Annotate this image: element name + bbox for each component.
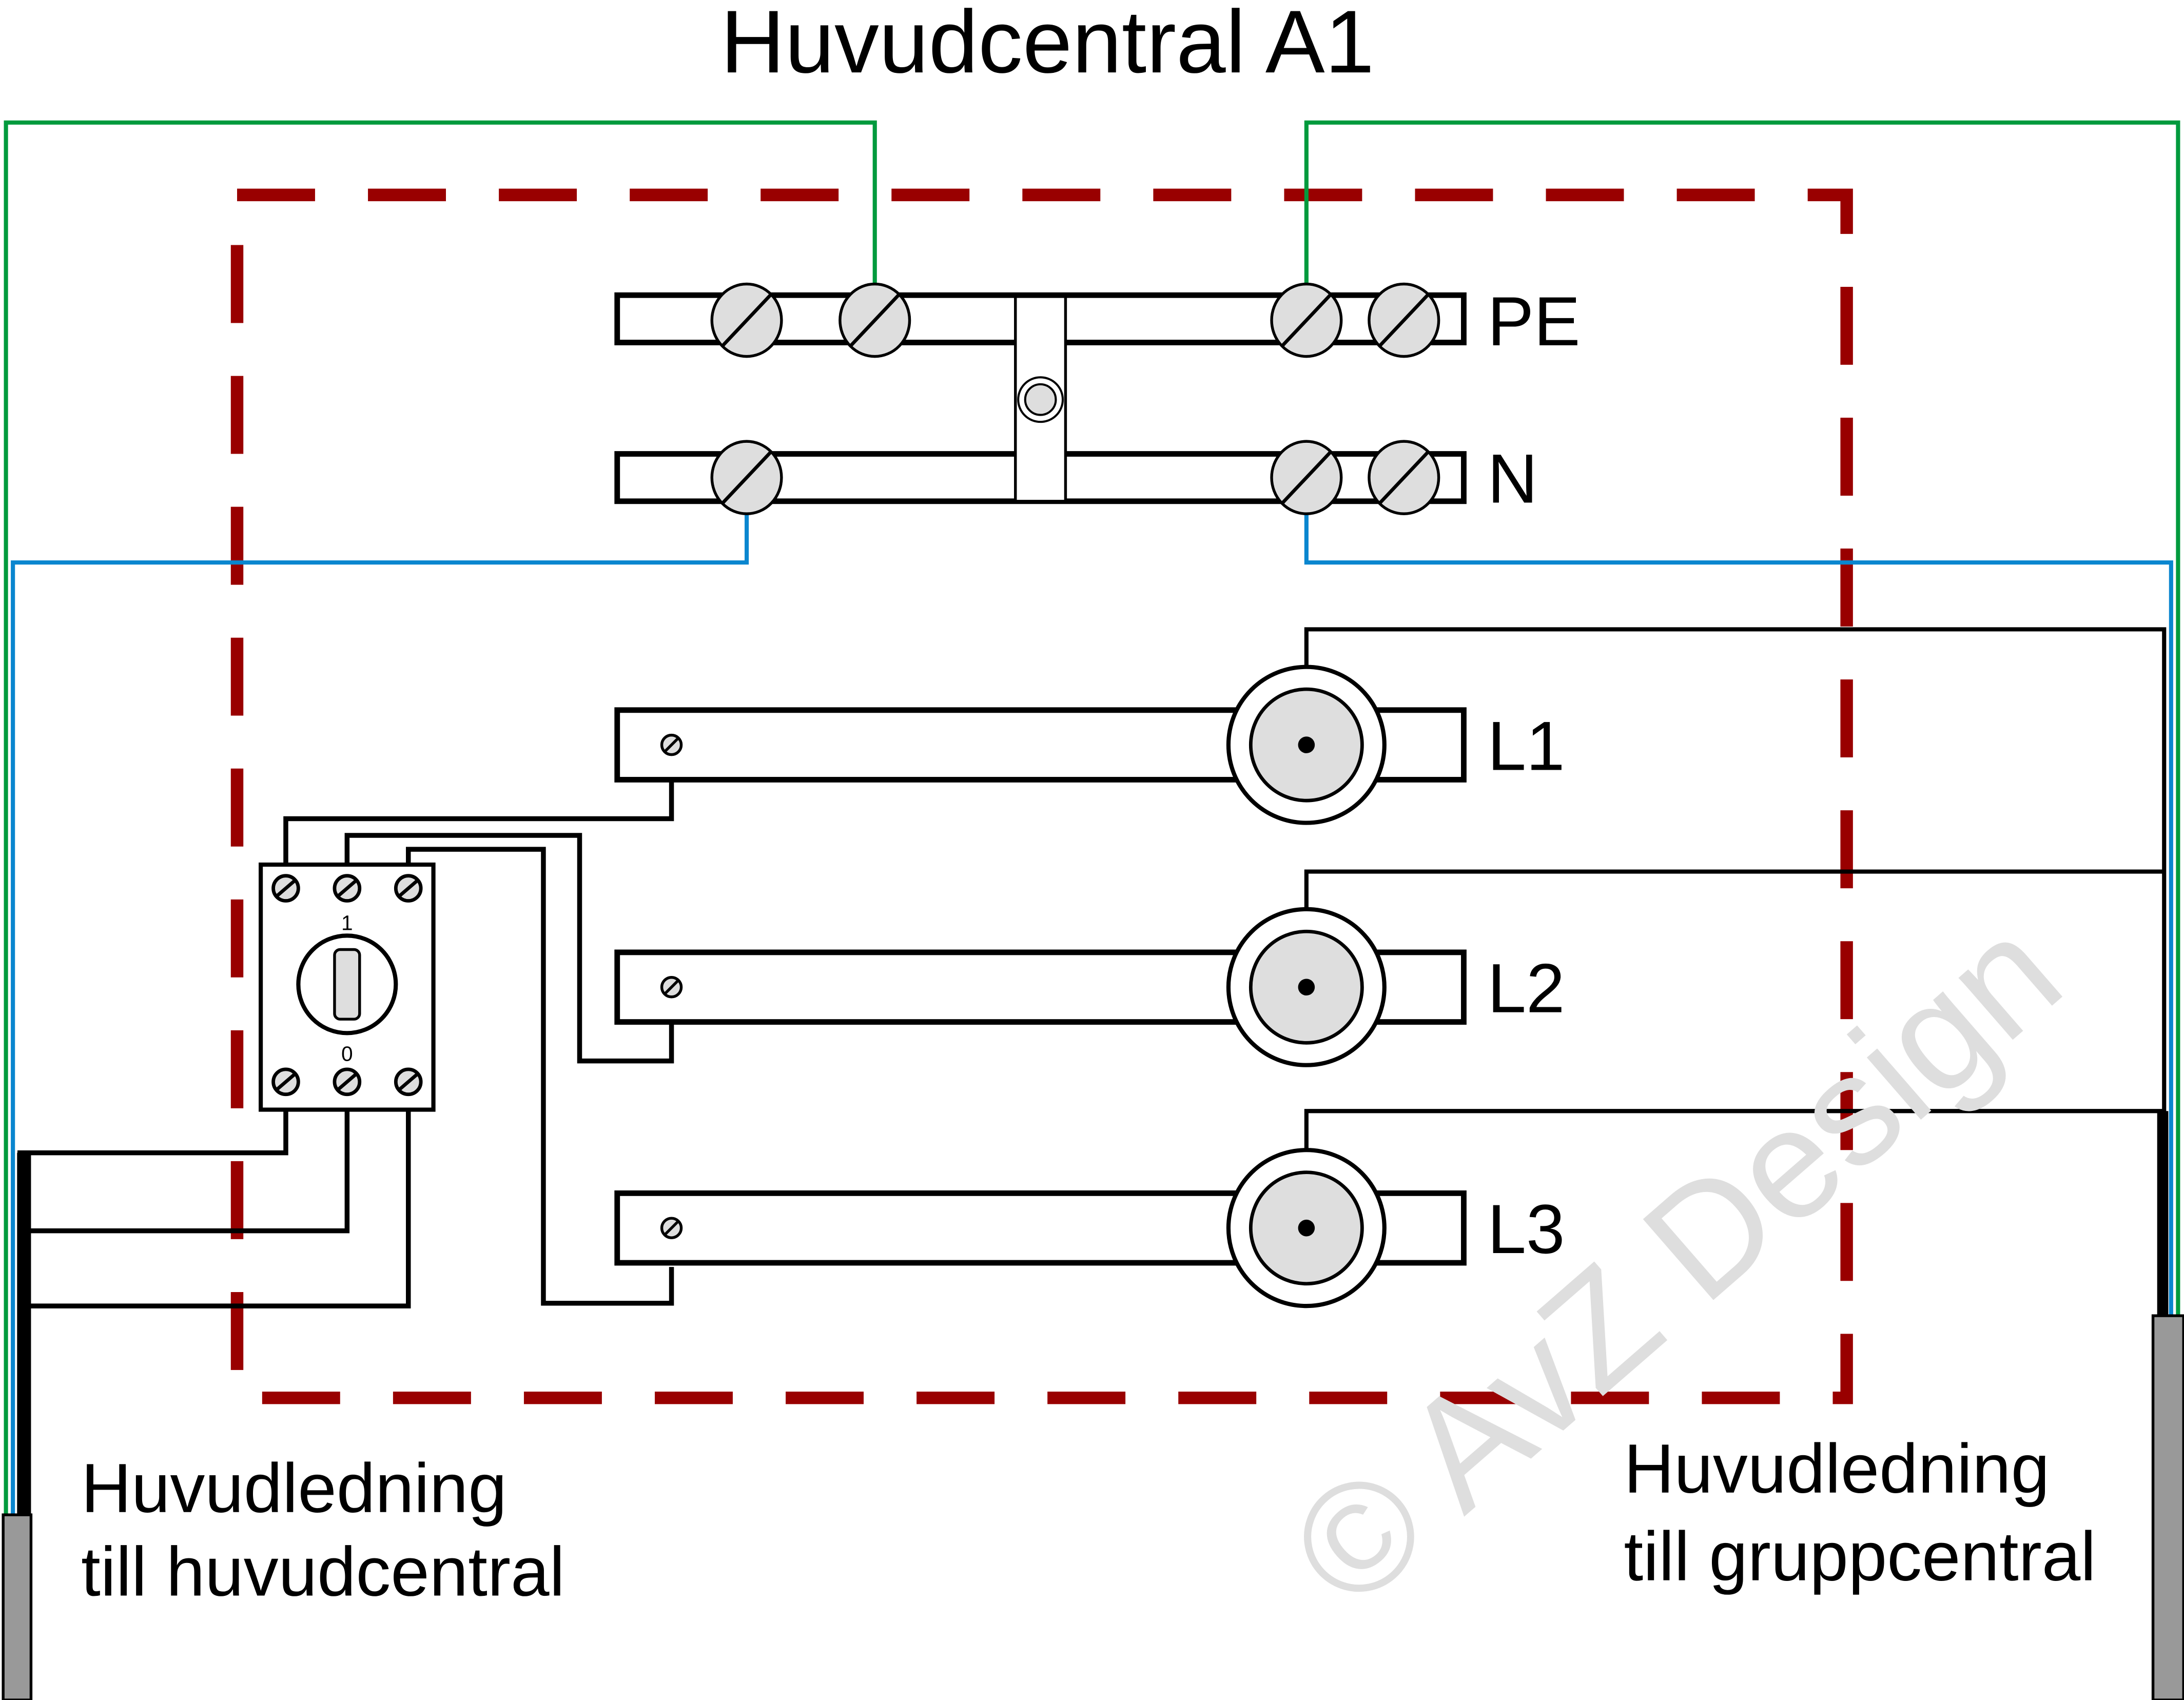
phase-wires-incoming [17,779,674,1518]
phase-busbar-l3: L3 [614,1148,1565,1308]
l3-wire-outgoing [1304,1109,2164,1150]
phase-wires-outgoing [1304,627,2167,1316]
pe-busbar-label: PE [1488,282,1581,360]
outgoing-cable-label-line1: Huvudledning [1624,1430,2050,1508]
incoming-core-bundle [17,1152,31,1518]
n-wire-incoming [11,512,749,1518]
switch-handle [333,948,361,1021]
l1-wire-outgoing [1304,627,2167,1316]
n-wires [11,512,2173,1518]
phase-label-l1: L1 [1488,707,1565,785]
pe-wire-outgoing [1304,120,2180,1316]
incoming-cable-label-line1: Huvudledning [81,1449,507,1527]
phase-busbar-l2: L2 [614,907,1565,1067]
l2-wire-outgoing [1304,869,2164,908]
terminal-center [1298,1219,1315,1237]
busbar-screw [662,978,681,997]
n-busbar-label: N [1488,440,1538,518]
incoming-cable-label-line2: till huvudcentral [81,1532,565,1610]
diagram-title: Huvudcentral A1 [720,0,1374,91]
main-switch [259,862,436,1112]
phase-label-l3: L3 [1488,1190,1565,1268]
switch-off-label: 0 [341,1042,353,1066]
pe-wire-incoming [4,120,877,1518]
busbar-screw [662,735,681,755]
outgoing-core-bundle [2157,1111,2169,1317]
pen-bridge [1014,295,1067,503]
phase-busbar-l1: L1 [614,665,1565,825]
switch-to-l3 [405,847,674,1306]
terminal-center [1298,979,1315,996]
enclosure-boundary [230,188,1853,1404]
switch-on-label: 1 [341,911,353,935]
outgoing-cable-sheath [2151,1314,2184,1700]
switch-to-l1 [283,779,674,866]
pe-wires [4,120,2180,1518]
phase-label-l2: L2 [1488,949,1565,1027]
outgoing-cable-label-line2: till gruppcentral [1624,1517,2096,1595]
switch-to-l2 [344,833,674,1064]
busbar-screw [662,1218,681,1238]
incoming-cable-sheath [2,1513,33,1700]
terminal-center [1298,736,1315,753]
n-wire-outgoing [1304,512,2173,1316]
